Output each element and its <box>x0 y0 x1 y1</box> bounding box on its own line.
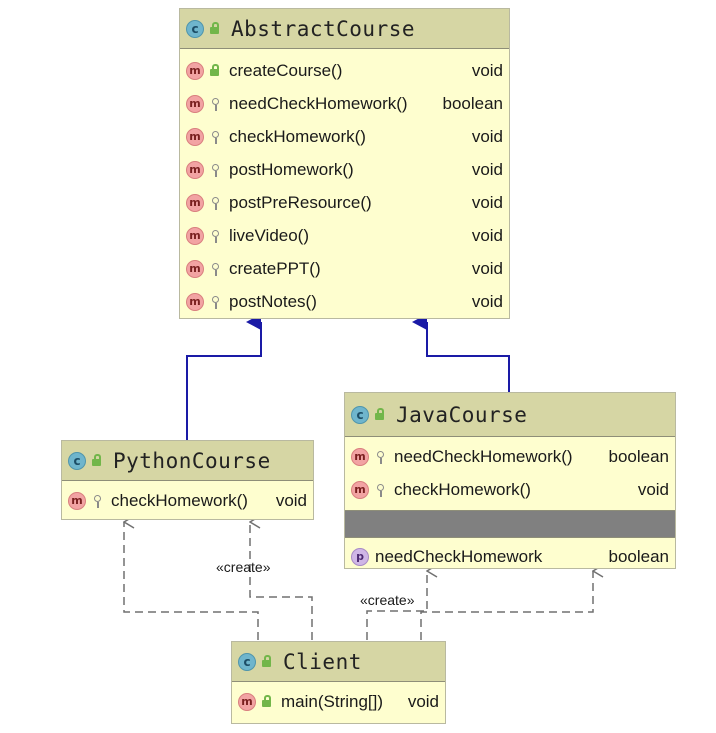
create-stereotype-label-java: «create» <box>360 592 415 608</box>
method-type: void <box>637 479 669 499</box>
dependency-client-to-java-2 <box>420 571 593 640</box>
class-icon: c <box>351 405 369 424</box>
method-row[interactable]: m main(String[]) void <box>232 685 445 718</box>
method-row[interactable]: m liveVideo() void <box>180 219 509 252</box>
method-icon: m <box>186 160 204 179</box>
class-header: c Client <box>232 642 445 682</box>
package-key-icon <box>212 263 219 276</box>
method-name: createPPT() <box>229 258 321 278</box>
method-row[interactable]: m checkHomework() void <box>345 473 675 506</box>
package-key-icon <box>212 197 219 210</box>
method-row[interactable]: m createPPT() void <box>180 252 509 285</box>
method-icon: m <box>186 94 204 113</box>
method-type: void <box>275 490 307 510</box>
method-row[interactable]: m needCheckHomework() boolean <box>345 440 675 473</box>
method-type: void <box>471 60 503 80</box>
method-name: needCheckHomework() <box>229 93 408 113</box>
method-type: boolean <box>442 93 503 113</box>
method-row[interactable]: m checkHomework() void <box>180 120 509 153</box>
package-key-icon <box>377 484 384 497</box>
class-client[interactable]: c Client m main(String[]) void <box>231 641 446 724</box>
method-row[interactable]: m postNotes() void <box>180 285 509 318</box>
method-type: void <box>471 258 503 278</box>
property-row[interactable]: p needCheckHomework boolean <box>345 540 675 573</box>
class-abstract-course[interactable]: c AbstractCourse m createCourse() void m… <box>179 8 510 319</box>
method-name: postHomework() <box>229 159 354 179</box>
method-list: m createCourse() void m needCheckHomewor… <box>180 49 509 318</box>
method-icon: m <box>186 292 204 311</box>
class-name: PythonCourse <box>113 448 271 473</box>
inheritance-java-to-abstract <box>412 314 510 392</box>
public-lock-icon <box>262 655 271 667</box>
property-icon: p <box>351 547 369 566</box>
method-name: postPreResource() <box>229 192 372 212</box>
method-name: needCheckHomework() <box>394 446 573 466</box>
package-key-icon <box>212 296 219 309</box>
method-name: checkHomework() <box>229 126 366 146</box>
method-list: m needCheckHomework() boolean m checkHom… <box>345 437 675 506</box>
method-type: void <box>471 192 503 212</box>
method-name: checkHomework() <box>394 479 531 499</box>
property-name: needCheckHomework <box>375 546 543 566</box>
class-header: c PythonCourse <box>62 441 313 481</box>
public-lock-icon <box>210 64 219 76</box>
package-key-icon <box>377 451 384 464</box>
method-type: void <box>471 291 503 311</box>
method-list: m main(String[]) void <box>232 682 445 718</box>
class-header: c AbstractCourse <box>180 9 509 49</box>
method-icon: m <box>68 491 86 510</box>
class-python-course[interactable]: c PythonCourse m checkHomework() void <box>61 440 314 520</box>
method-icon: m <box>186 61 204 80</box>
package-key-icon <box>94 495 101 508</box>
property-type: boolean <box>608 546 669 566</box>
method-row[interactable]: m checkHomework() void <box>62 484 313 517</box>
method-type: void <box>471 126 503 146</box>
class-header: c JavaCourse <box>345 393 675 437</box>
method-row[interactable]: m postHomework() void <box>180 153 509 186</box>
method-icon: m <box>351 480 369 499</box>
method-name: liveVideo() <box>229 225 310 245</box>
class-name: Client <box>283 649 362 674</box>
dependency-client-to-python-create <box>250 522 313 640</box>
class-icon: c <box>68 451 86 470</box>
method-row[interactable]: m postPreResource() void <box>180 186 509 219</box>
method-row[interactable]: m createCourse() void <box>180 54 509 87</box>
method-icon: m <box>186 226 204 245</box>
method-row[interactable]: m needCheckHomework() boolean <box>180 87 509 120</box>
public-lock-icon <box>92 454 101 466</box>
method-icon: m <box>186 193 204 212</box>
method-name: checkHomework() <box>111 490 248 510</box>
section-separator <box>345 510 675 538</box>
create-stereotype-label-python: «create» <box>216 559 271 575</box>
method-name: postNotes() <box>229 291 317 311</box>
method-name: createCourse() <box>229 60 343 80</box>
inheritance-python-to-abstract <box>186 314 262 440</box>
method-icon: m <box>351 447 369 466</box>
public-lock-icon <box>375 408 384 420</box>
class-icon: c <box>186 19 204 38</box>
class-java-course[interactable]: c JavaCourse m needCheckHomework() boole… <box>344 392 676 569</box>
method-type: void <box>471 225 503 245</box>
class-name: JavaCourse <box>396 402 528 427</box>
method-type: boolean <box>608 446 669 466</box>
public-lock-icon <box>262 695 271 707</box>
method-list: m checkHomework() void <box>62 481 313 517</box>
method-icon: m <box>238 692 256 711</box>
property-list: p needCheckHomework boolean <box>345 538 675 573</box>
method-icon: m <box>186 259 204 278</box>
class-name: AbstractCourse <box>231 16 416 41</box>
dependency-client-to-java-create <box>366 571 427 640</box>
public-lock-icon <box>210 22 219 34</box>
package-key-icon <box>212 164 219 177</box>
package-key-icon <box>212 230 219 243</box>
class-icon: c <box>238 652 256 671</box>
package-key-icon <box>212 98 219 111</box>
method-type: void <box>471 159 503 179</box>
method-name: main(String[]) <box>281 691 384 711</box>
dependency-client-to-python-1 <box>124 522 259 640</box>
package-key-icon <box>212 131 219 144</box>
method-type: void <box>407 691 439 711</box>
method-icon: m <box>186 127 204 146</box>
